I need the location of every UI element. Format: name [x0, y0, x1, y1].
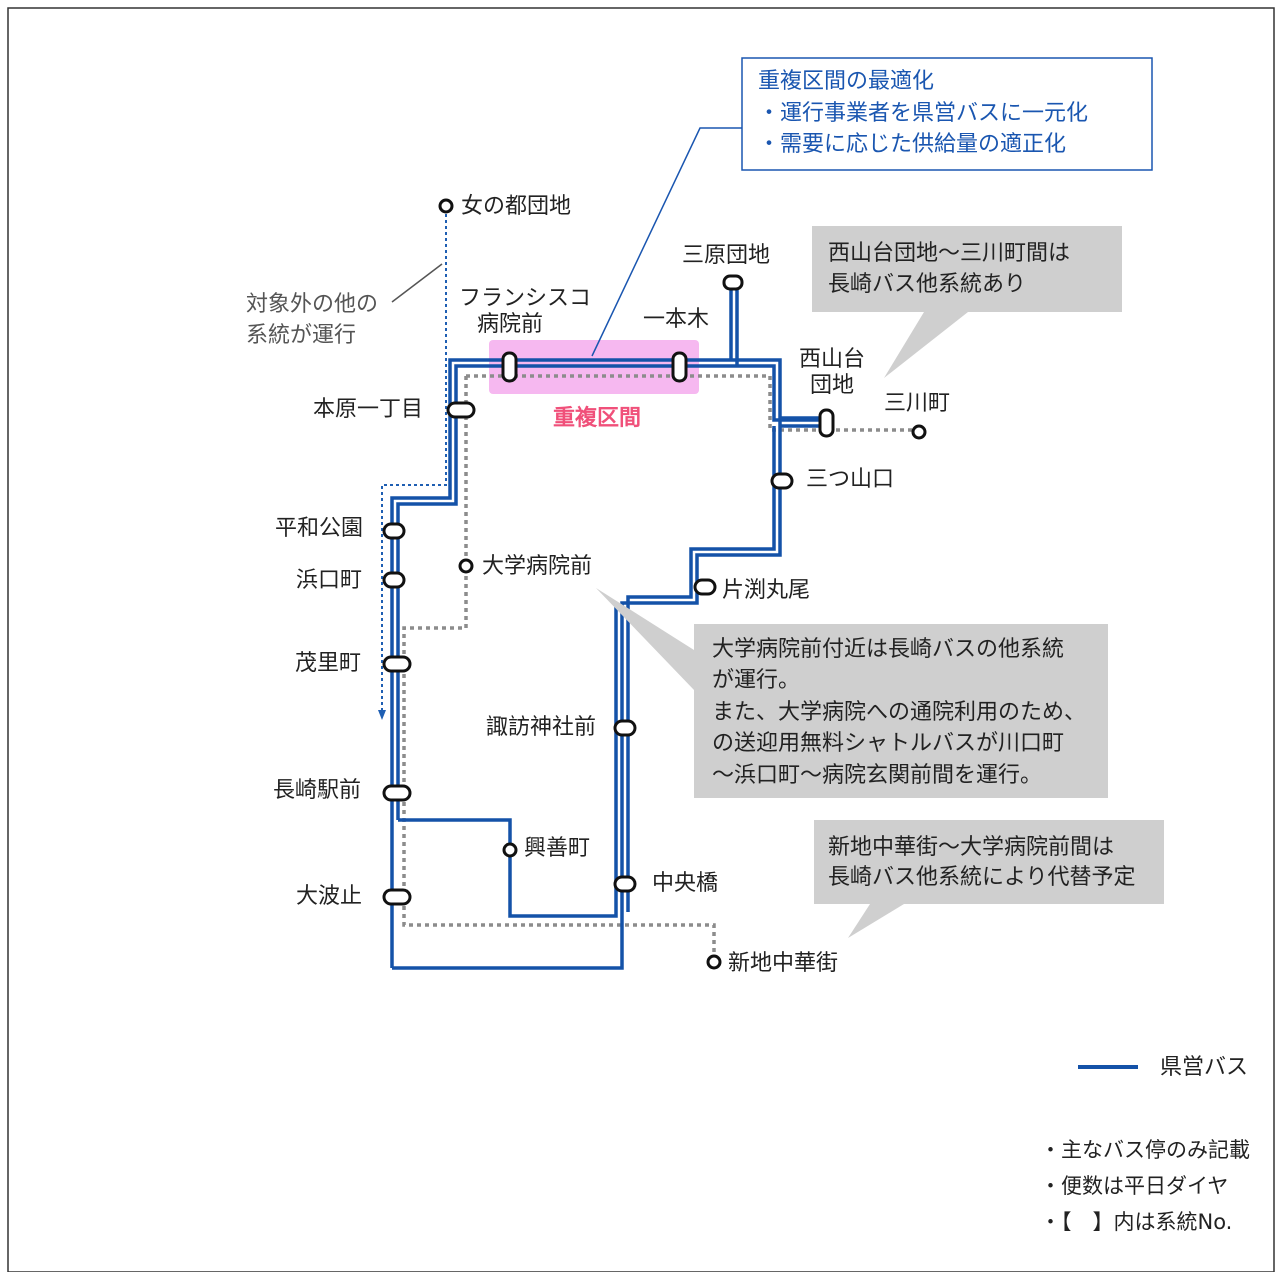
stop-label-mitsuyamaguchi: 三つ山口 — [806, 467, 894, 492]
shinchi-callout-line-1: 新地中華街～大学病院前間は — [828, 835, 1114, 860]
stop-marker-motohara — [446, 401, 476, 419]
daigaku-callout-box — [596, 588, 1108, 798]
daigaku-callout-line-4: の送迎用無料シャトルバスが川口町 — [712, 731, 1064, 756]
stop-label-mikawamachi: 三川町 — [884, 391, 950, 416]
stop-marker-ipponki — [671, 351, 688, 383]
stop-label-nishiyamadai-2: 団地 — [810, 373, 854, 398]
daigaku-callout-line-5: ～浜口町～病院玄関前間を運行。 — [712, 763, 1042, 788]
stop-marker-mitsuyamaguchi — [770, 472, 794, 490]
nishiyamadai-callout-line-1: 西山台団地～三川町間は — [828, 241, 1070, 266]
stop-marker-mikawamachi — [911, 424, 927, 440]
legend-route-label: 県営バス — [1160, 1055, 1248, 1080]
nishiyamadai-callout-line-2: 長崎バス他系統あり — [828, 272, 1026, 297]
stop-label-mihara: 三原団地 — [682, 243, 770, 268]
optimization-leader — [591, 127, 742, 357]
stop-label-francisco-2: 病院前 — [477, 312, 543, 337]
stop-marker-suwa — [613, 719, 637, 737]
stop-label-nagasaki-eki: 長崎駅前 — [273, 778, 361, 803]
stop-label-hamaguchi: 浜口町 — [296, 568, 362, 593]
stop-label-suwa: 諏訪神社前 — [486, 715, 596, 740]
stop-marker-shinchi — [706, 954, 722, 970]
other-route-leader — [391, 263, 443, 303]
stop-markers — [382, 198, 927, 970]
nishiyamadai-callout-box — [812, 226, 1122, 378]
stop-marker-hamaguchi — [382, 571, 406, 589]
other-operator-lines — [402, 374, 915, 960]
stop-marker-katafuchi — [693, 578, 717, 596]
stop-label-mori: 茂里町 — [295, 651, 361, 676]
stop-marker-nishiyamadai — [818, 408, 835, 438]
shinchi-callout-line-2: 長崎バス他系統により代替予定 — [828, 865, 1136, 890]
overlap-section-label: 重複区間 — [553, 405, 641, 431]
stop-label-heiwa-koen: 平和公園 — [275, 516, 363, 541]
stop-label-kozen: 興善町 — [524, 836, 590, 861]
stop-label-katafuchi: 片渕丸尾 — [722, 578, 810, 603]
stop-marker-francisco — [501, 351, 518, 383]
shinchi-callout-box — [814, 820, 1164, 938]
stop-label-francisco-1: フランシスコ — [459, 286, 591, 311]
note-2: ・便数は平日ダイヤ — [1040, 1174, 1228, 1198]
stop-label-onna-no-miyako: 女の都団地 — [461, 194, 571, 219]
optimization-callout-box — [741, 57, 1153, 171]
stop-marker-daigaku — [458, 558, 474, 574]
stop-marker-onna-no-miyako — [438, 198, 454, 214]
map-frame — [7, 7, 1275, 1272]
optimization-title: 重複区間の最適化 — [758, 69, 934, 94]
stop-label-ohato: 大波止 — [296, 884, 362, 909]
stop-marker-ohato — [382, 888, 412, 906]
other-route-label-2: 系統が運行 — [246, 323, 356, 348]
stop-label-nishiyamadai-1: 西山台 — [799, 347, 865, 372]
note-3: ・【 】内は系統No. — [1040, 1210, 1232, 1234]
optimization-item-2: ・需要に応じた供給量の適正化 — [758, 132, 1066, 157]
other-route-label-1: 対象外の他の — [246, 292, 378, 317]
stop-marker-kozen — [502, 842, 518, 858]
stop-label-shinchi: 新地中華街 — [728, 951, 838, 976]
stop-label-motohara: 本原一丁目 — [313, 397, 423, 422]
stop-label-ipponki: 一本木 — [643, 307, 709, 332]
stop-marker-mori — [382, 655, 412, 673]
daigaku-callout-line-2: が運行。 — [712, 668, 800, 693]
stop-marker-mihara — [722, 274, 744, 291]
stop-label-daigaku: 大学病院前 — [482, 554, 592, 579]
stop-label-chuobashi: 中央橋 — [652, 871, 718, 896]
other-route-line — [378, 214, 447, 720]
daigaku-callout-line-3: また、大学病院への通院利用のため、 — [712, 700, 1086, 725]
stop-marker-nagasaki-eki — [382, 784, 412, 802]
note-1: ・主なバス停のみ記載 — [1040, 1138, 1250, 1162]
stop-marker-heiwa-koen — [382, 522, 406, 540]
stop-marker-chuobashi — [613, 875, 637, 893]
daigaku-callout-line-1: 大学病院前付近は長崎バスの他系統 — [712, 637, 1064, 662]
optimization-item-1: ・運行事業者を県営バスに一元化 — [758, 101, 1088, 126]
